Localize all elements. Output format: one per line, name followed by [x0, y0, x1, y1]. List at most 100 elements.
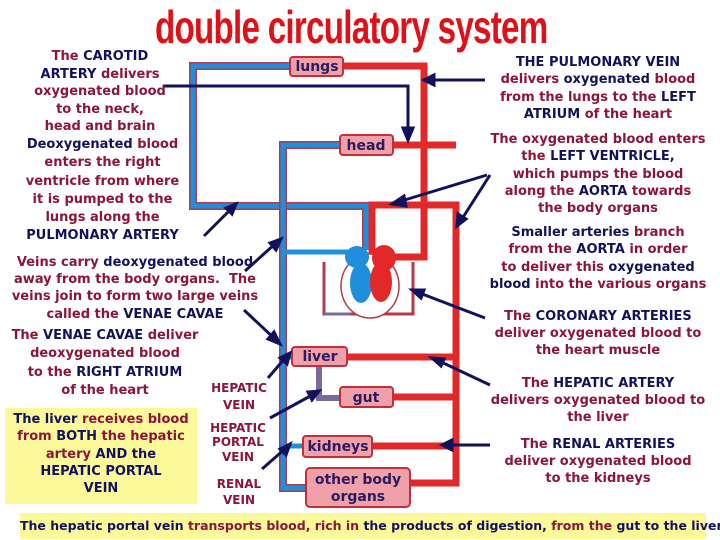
renal-vein-label-2: VEIN — [223, 493, 255, 507]
hepatic-portal-vein — [316, 366, 340, 401]
hepatic-vein-label-1: HEPATIC — [211, 381, 267, 395]
hepatic-portal-vein-label-2: PORTAL — [212, 435, 264, 449]
emphasis-text: The hepatic portal vein — [20, 518, 188, 533]
body-text: away from the body organs. The — [14, 272, 256, 288]
body-text: artery — [45, 446, 96, 462]
body-text: delivers — [101, 66, 160, 82]
text-line: deliver oxygenated blood to — [486, 325, 710, 342]
organ-liver — [291, 346, 348, 367]
text-line: The HEPATIC ARTERY — [486, 375, 710, 392]
emphasis-text: HEPATIC ARTERY — [553, 376, 675, 391]
text-line: away from the body organs. The — [0, 271, 270, 288]
pointer-arrows — [163, 72, 492, 471]
body-text: deliver oxygenated blood to — [494, 326, 702, 341]
body-text: to the kidneys — [545, 471, 651, 486]
page-title: double circulatory system — [155, 1, 548, 53]
body-text: deliver — [147, 328, 199, 343]
emphasis-text: oxygenated — [563, 72, 655, 88]
body-text: delivers — [500, 72, 564, 88]
body-text: the body organs — [538, 201, 658, 217]
body-text: of the heart — [584, 106, 673, 122]
text-line: The CAROTID — [0, 48, 200, 66]
emphasis-text: Deoxygenated — [26, 137, 138, 152]
text-line: ARTERY delivers — [0, 66, 200, 84]
text-line: to the kidneys — [486, 470, 710, 487]
text-line: oxygenated blood — [0, 83, 200, 101]
text-line: Veins carry deoxygenated blood — [0, 254, 270, 271]
body-text: veins join to form two large veins — [11, 289, 259, 305]
body-text: Veins carry — [16, 255, 104, 270]
text-line: from BOTH the hepatic — [0, 428, 202, 445]
emphasis-text: VENAE CAVAE — [123, 306, 224, 322]
body-text: delivers oxygenated blood to — [490, 393, 706, 408]
emphasis-text: AORTA — [576, 242, 630, 258]
emphasis-text: RENAL ARTERIES — [552, 437, 676, 452]
text-line: Deoxygenated blood — [0, 136, 205, 154]
organ-head — [339, 134, 394, 156]
text-line: PULMONARY ARTERY — [0, 227, 205, 245]
body-text: in order — [629, 242, 688, 258]
body-text: lungs along the — [45, 210, 160, 226]
text-line: deliver oxygenated blood — [486, 453, 710, 470]
text-line: enters the right — [0, 154, 205, 172]
body-text: transports blood, rich in — [187, 518, 364, 533]
text-line: the heart muscle — [486, 342, 710, 359]
text-line: to the RIGHT ATRIUM — [0, 364, 210, 382]
text-line: along the AORTA towards — [486, 183, 710, 200]
emphasis-text: THE PULMONARY VEIN — [515, 55, 681, 70]
body-text: from the — [551, 518, 617, 533]
organ-lungs — [289, 56, 344, 77]
hepatic-portal-vein-label-3: VEIN — [222, 450, 254, 464]
emphasis-text: oxygenated — [608, 259, 695, 275]
body-text: from the — [508, 242, 577, 258]
emphasis-text: AND the — [95, 446, 157, 462]
body-text: to deliver this — [501, 259, 609, 275]
emphasis-text: AORTA — [578, 183, 632, 199]
body-text: of the heart — [61, 382, 149, 398]
organ-other-label-1: other body — [315, 472, 401, 488]
body-text: the — [521, 149, 551, 165]
liver-note-highlight — [5, 408, 197, 504]
text-line: from the lungs to the LEFT — [486, 89, 710, 106]
organ-other-label-2: organs — [331, 489, 385, 505]
pulmonary-vein — [343, 62, 428, 261]
body-text: head and brain — [44, 119, 156, 135]
organ-kidneys-label: kidneys — [307, 439, 368, 455]
organ-other — [305, 467, 411, 508]
emphasis-text: LEFT VENTRICLE, — [550, 149, 675, 165]
body-text: The — [51, 49, 84, 64]
text-line: deoxygenated blood — [0, 345, 210, 363]
text-line: blood into the various organs — [486, 276, 710, 293]
body-text: enters the right — [44, 155, 161, 171]
body-text: branch — [633, 225, 685, 240]
body-text: the hepatic — [101, 429, 185, 445]
organ-gut-label: gut — [353, 390, 380, 406]
text-line: it is pumped to the — [0, 191, 205, 209]
emphasis-text: RIGHT ATRIUM — [76, 364, 183, 380]
aorta — [368, 201, 460, 487]
body-text: which pumps the blood — [512, 166, 684, 182]
emphasis-text: deoxygenated blood — [103, 255, 254, 270]
emphasis-text: PULMONARY ARTERY — [26, 228, 179, 244]
text-line: HEPATIC PORTAL — [0, 463, 202, 480]
organ-liver-label: liver — [302, 349, 337, 365]
text-line: delivers oxygenated blood — [486, 71, 710, 88]
body-text: from the lungs to the — [500, 89, 661, 105]
emphasis-text: VEIN — [83, 481, 119, 497]
text-line: ATRIUM of the heart — [486, 106, 710, 123]
body-text: called the — [46, 306, 124, 322]
emphasis-text: ARTERY — [40, 66, 101, 82]
text-line: The hepatic portal vein transports blood… — [20, 517, 720, 534]
text-line: VEIN — [0, 480, 202, 497]
text-line: veins join to form two large veins — [0, 288, 270, 305]
body-text: The — [11, 328, 44, 343]
body-text: from — [17, 429, 57, 445]
text-line: The oxygenated blood enters — [486, 131, 710, 148]
text-line: Smaller arteries branch — [486, 224, 710, 241]
